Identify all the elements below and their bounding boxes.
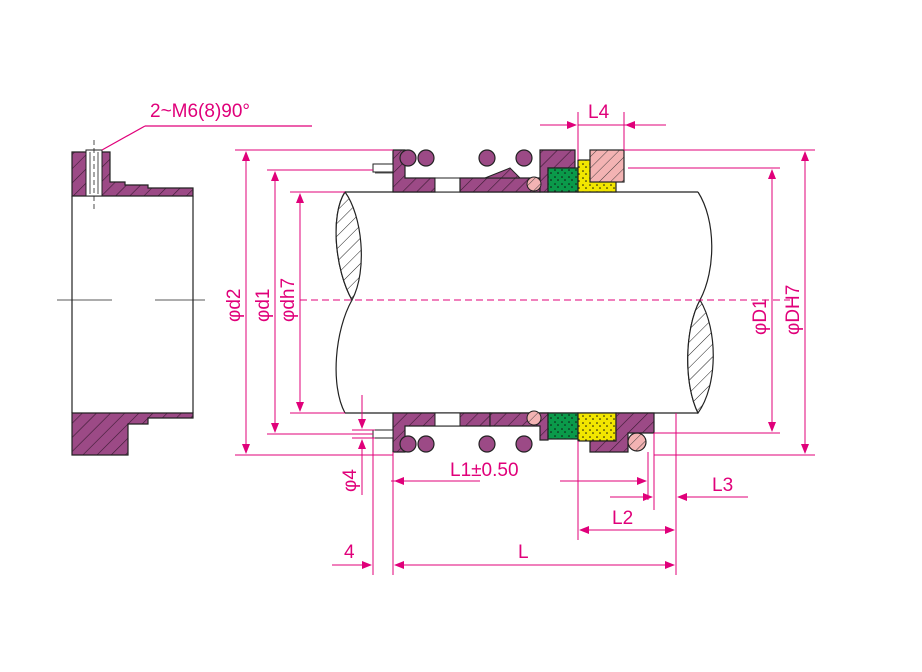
rotating-face-green-bottom bbox=[547, 412, 579, 440]
label-L4: L4 bbox=[588, 102, 610, 123]
label-L: L bbox=[518, 542, 529, 563]
label-L1: L1±0.50 bbox=[450, 460, 519, 481]
o-ring-2 bbox=[417, 149, 435, 167]
label-dh7: φdh7 bbox=[278, 278, 299, 322]
label-d1: φd1 bbox=[253, 289, 274, 322]
o-ring-5 bbox=[399, 435, 417, 453]
o-ring-3 bbox=[478, 149, 496, 167]
seal-top-section bbox=[372, 149, 625, 193]
dimension-lines bbox=[235, 112, 815, 575]
shaft bbox=[300, 190, 790, 415]
o-ring-8 bbox=[515, 435, 533, 453]
label-d2: φd2 bbox=[224, 289, 245, 322]
stationary-ring-pink bbox=[589, 149, 625, 183]
rotating-face-green bbox=[547, 167, 579, 193]
o-ring-6 bbox=[417, 435, 435, 453]
o-ring-4 bbox=[515, 149, 533, 167]
stationary-o-ring-bottom bbox=[627, 432, 647, 452]
stationary-face-yellow-bottom bbox=[577, 412, 617, 442]
side-view-bottom-section bbox=[71, 412, 194, 456]
label-phi4: φ4 bbox=[340, 469, 361, 492]
label-L3: L3 bbox=[712, 475, 733, 496]
label-D1: φD1 bbox=[750, 298, 771, 335]
seal-bottom-section bbox=[372, 410, 655, 453]
label-4: 4 bbox=[344, 542, 355, 563]
o-ring-7 bbox=[478, 435, 496, 453]
label-L2: L2 bbox=[612, 508, 633, 529]
label-DH7: φDH7 bbox=[783, 285, 804, 335]
side-view bbox=[57, 140, 205, 456]
o-ring-1 bbox=[399, 149, 417, 167]
thread-note: 2~M6(8)90° bbox=[150, 101, 250, 122]
